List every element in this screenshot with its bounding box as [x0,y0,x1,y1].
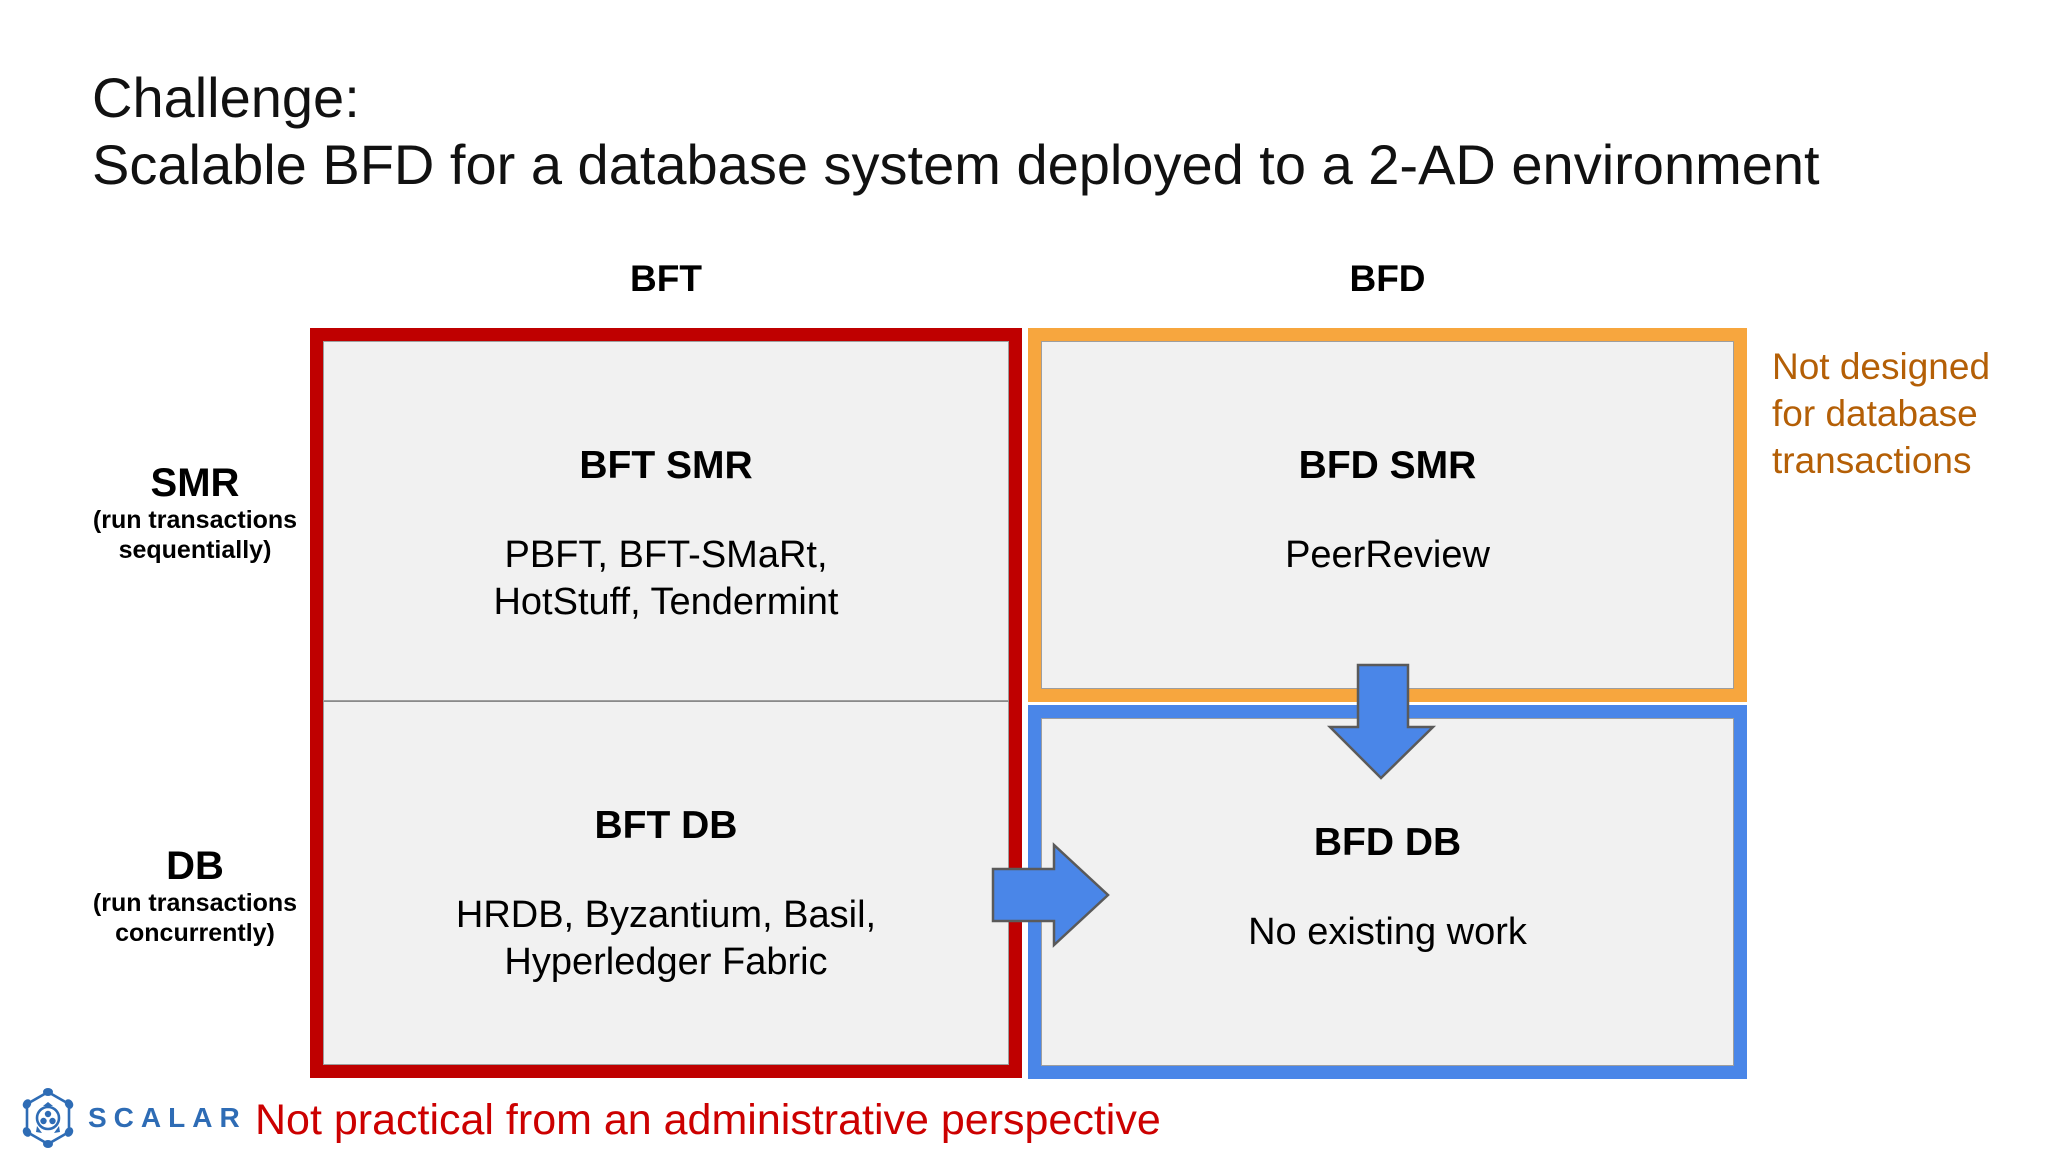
quadrant-bfd-smr-title: BFD SMR [1298,444,1477,487]
slide-title: Challenge: Scalable BFD for a database s… [92,66,1820,197]
row-header-db-subtitle: (run transactions concurrently) [92,889,298,947]
quadrant-bfd-smr: BFD SMR PeerReview [1041,341,1734,689]
bottom-annotation: Not practical from an administrative per… [255,1096,1161,1144]
scalar-logo: SCALAR [20,1088,247,1148]
quadrant-bft-db: BFT DB HRDB, Byzantium, Basil, Hyperledg… [323,701,1009,1065]
quadrant-bfd-db: BFD DB No existing work [1041,718,1734,1066]
row-header-smr: SMR (run transactions sequentially) [55,460,335,565]
row-header-db-label: DB [166,844,224,888]
quadrant-bfd-smr-body: PeerReview [1285,533,1490,576]
right-arrow-icon [991,842,1110,948]
column-header-bfd: BFD [1349,258,1426,299]
quadrant-bft-smr-body: PBFT, BFT-SMaRt, HotStuff, Tendermint [493,533,839,624]
scalar-logo-icon [22,1088,74,1148]
quadrant-bft-smr-title: BFT SMR [579,444,753,487]
bfd-smr-frame: BFD SMR PeerReview [1028,328,1747,702]
quadrant-bft-smr: BFT SMR PBFT, BFT-SMaRt, HotStuff, Tende… [323,341,1009,701]
scalar-logo-text: SCALAR [88,1102,247,1133]
right-annotation: Not designed for database transactions [1772,346,1991,481]
row-header-smr-subtitle: (run transactions sequentially) [92,506,298,564]
quadrant-bft-db-body: HRDB, Byzantium, Basil, Hyperledger Fabr… [455,893,877,984]
row-header-db: DB (run transactions concurrently) [55,843,335,948]
column-header-bft: BFT [630,258,702,299]
quadrant-bfd-db-body: No existing work [1248,910,1527,953]
down-arrow-icon [1326,663,1437,780]
quadrant-bft-db-title: BFT DB [594,804,738,847]
row-header-smr-label: SMR [150,461,240,505]
quadrant-bfd-db-title: BFD DB [1313,821,1462,864]
bft-column-frame: BFT SMR PBFT, BFT-SMaRt, HotStuff, Tende… [310,328,1022,1078]
